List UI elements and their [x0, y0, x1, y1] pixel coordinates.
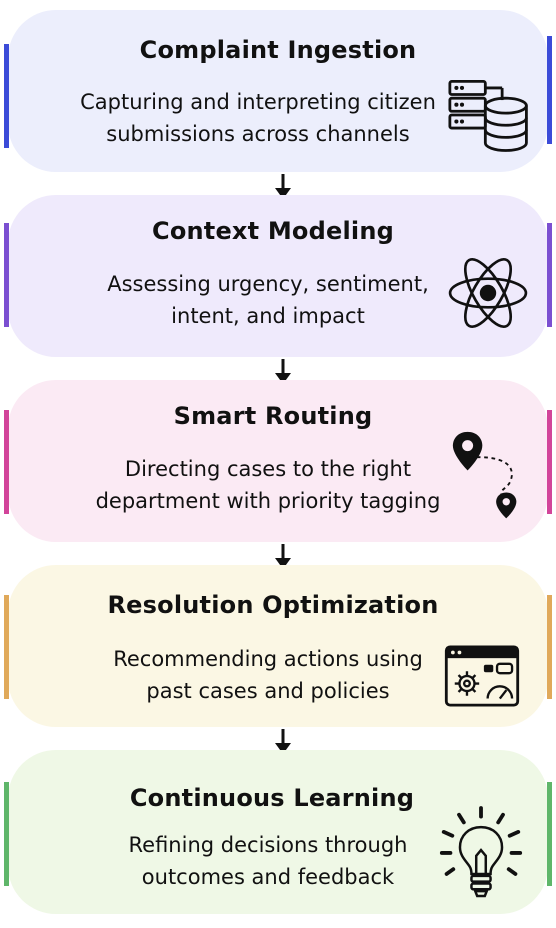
- step-card-continuous-learning: Continuous Learning Refining decisions t…: [4, 750, 552, 914]
- flow-arrow-2: [275, 359, 291, 384]
- lightbulb-icon: [439, 806, 523, 898]
- accent-bar-left: [4, 782, 9, 886]
- route-map-pin-icon: [452, 431, 517, 519]
- step-card-smart-routing: Smart Routing Directing cases to the rig…: [4, 380, 552, 542]
- step-title: Resolution Optimization: [107, 591, 439, 619]
- accent-bar-right: [547, 36, 552, 144]
- database-server-icon: [448, 80, 528, 152]
- accent-bar-left: [4, 595, 9, 699]
- accent-bar-right: [547, 410, 552, 514]
- accent-bar-left: [4, 410, 9, 514]
- step-description: Refining decisions through outcomes and …: [128, 833, 408, 889]
- accent-bar-right: [547, 782, 552, 886]
- atom-icon: [448, 258, 528, 328]
- dashboard-settings-icon: [444, 645, 520, 707]
- step-card-context-modeling: Context Modeling Assessing urgency, sent…: [4, 195, 552, 357]
- accent-bar-right: [547, 223, 552, 327]
- accent-bar-right: [547, 595, 552, 699]
- flow-arrow-3: [275, 544, 291, 569]
- step-title: Complaint Ingestion: [139, 36, 417, 64]
- step-title: Continuous Learning: [129, 784, 415, 812]
- step-description: Recommending actions using past cases an…: [113, 647, 423, 703]
- accent-bar-left: [4, 223, 9, 327]
- flow-arrow-1: [275, 174, 291, 199]
- step-card-complaint-ingestion: Complaint Ingestion Capturing and interp…: [4, 10, 552, 172]
- step-description: Directing cases to the right department …: [95, 457, 441, 513]
- step-description: Capturing and interpreting citizen submi…: [80, 90, 436, 146]
- accent-bar-left: [4, 44, 9, 148]
- flow-arrow-4: [275, 729, 291, 754]
- step-card-resolution-optimization: Resolution Optimization Recommending act…: [4, 565, 552, 727]
- step-title: Context Modeling: [152, 217, 394, 245]
- step-description: Assessing urgency, sentiment, intent, an…: [107, 272, 429, 328]
- step-title: Smart Routing: [173, 402, 373, 430]
